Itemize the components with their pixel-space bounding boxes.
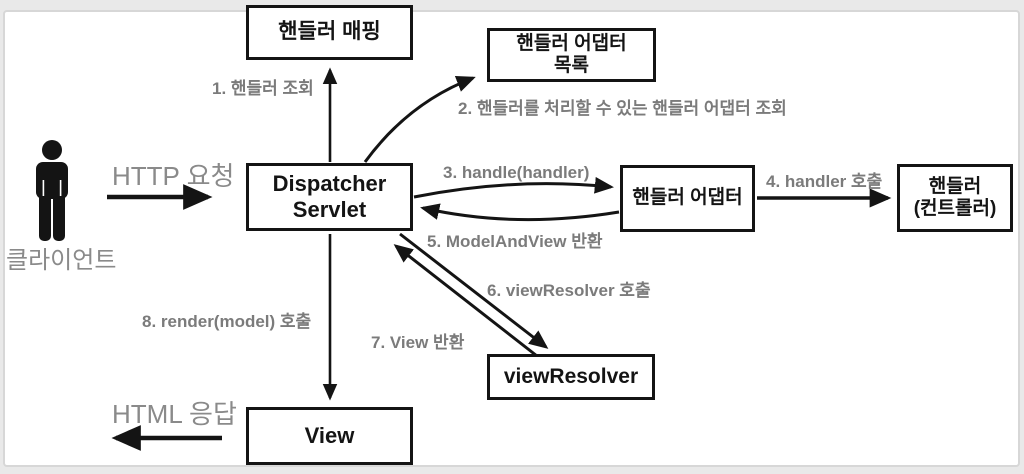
node-handler-controller-line1: 핸들러 — [928, 175, 982, 197]
arrow-step3-handle — [413, 176, 614, 199]
node-dispatcher-servlet: Dispatcher Servlet — [246, 163, 413, 231]
label-step6: 6. viewResolver 호출 — [487, 281, 651, 300]
label-step8: 8. render(model) 호출 — [142, 312, 312, 331]
node-handler-controller-line2: (컨트롤러) — [913, 198, 997, 219]
node-handler-mapping: 핸들러 매핑 — [246, 5, 413, 60]
node-dispatcher-servlet-line2: Servlet — [292, 197, 367, 222]
arrow-step5-modelandview — [420, 203, 620, 222]
arrow-step6-viewresolver-call — [399, 232, 549, 349]
label-http-request: HTTP 요청 — [112, 161, 235, 191]
arrow-step2-adapter-lookup — [363, 75, 476, 163]
label-client: 클라이언트 — [6, 247, 117, 274]
node-handler-adapter-list-line2: 목록 — [554, 55, 589, 76]
label-step1: 1. 핸들러 조회 — [212, 79, 314, 98]
node-view: View — [246, 407, 413, 465]
label-step3: 3. handle(handler) — [443, 163, 590, 182]
label-step2: 2. 핸들러를 처리할 수 있는 핸들러 어댑터 조회 — [458, 99, 787, 118]
node-view-resolver-label: viewResolver — [503, 364, 639, 388]
node-handler-adapter-list: 핸들러 어댑터 목록 — [487, 28, 656, 82]
node-view-label: View — [304, 423, 355, 449]
label-html-response: HTML 응답 — [112, 399, 237, 429]
node-handler-adapter-label: 핸들러 어댑터 — [632, 187, 743, 209]
node-handler-adapter-list-line1: 핸들러 어댑터 — [516, 32, 627, 54]
node-dispatcher-servlet-line1: Dispatcher — [272, 171, 387, 197]
node-handler-adapter: 핸들러 어댑터 — [620, 165, 755, 232]
client-person-icon — [36, 140, 68, 241]
node-handler-mapping-label: 핸들러 매핑 — [278, 20, 381, 44]
label-step4: 4. handler 호출 — [766, 172, 883, 191]
label-step5: 5. ModelAndView 반환 — [427, 232, 603, 251]
node-handler-controller: 핸들러 (컨트롤러) — [897, 164, 1013, 232]
label-step7: 7. View 반환 — [371, 333, 465, 352]
arrow-step7-view-return — [393, 244, 538, 358]
node-view-resolver: viewResolver — [487, 354, 655, 400]
